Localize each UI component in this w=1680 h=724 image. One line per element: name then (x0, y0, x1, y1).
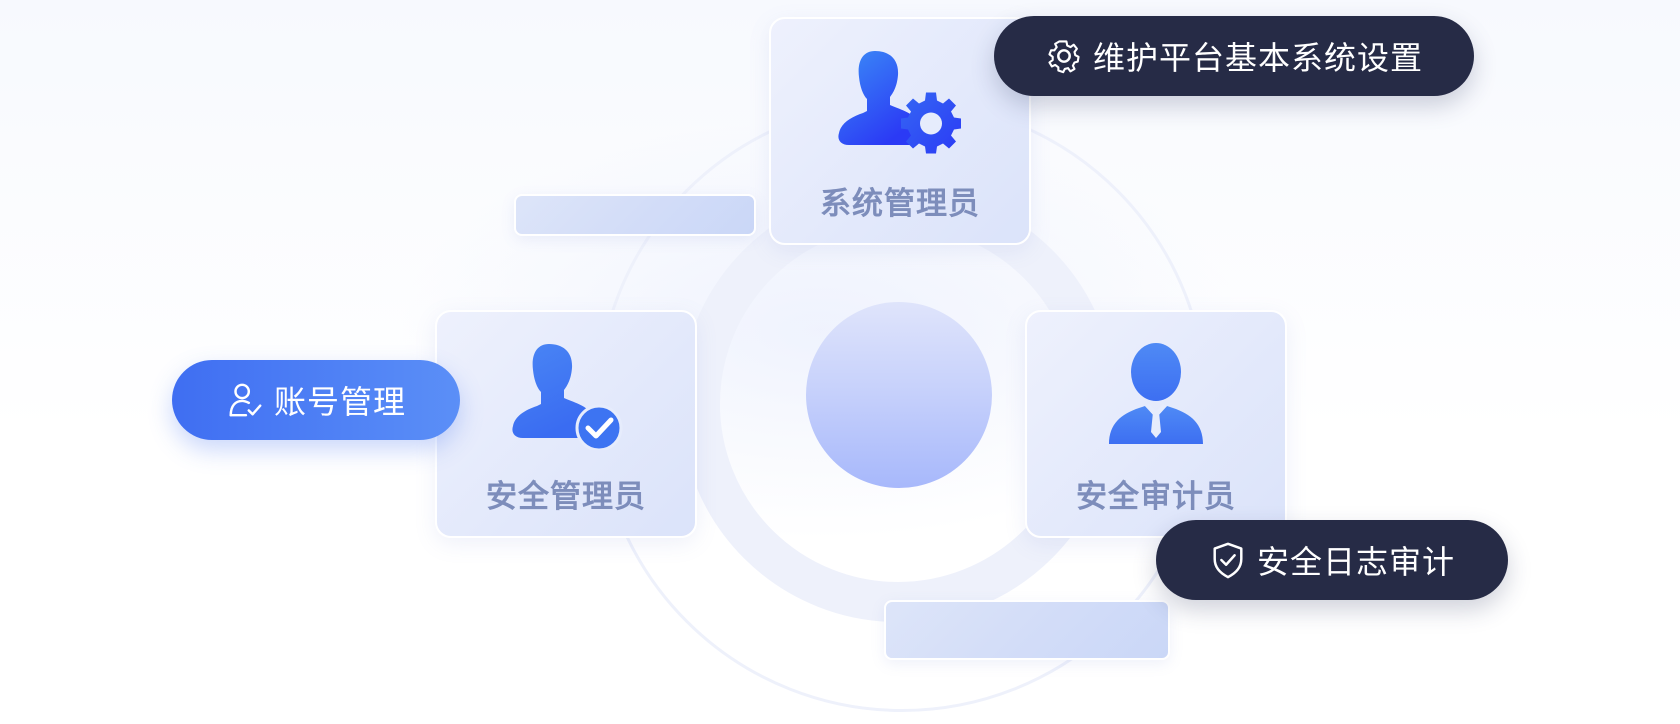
system-settings-text: 维护平台基本系统设置 (1092, 39, 1423, 77)
account-management-tag[interactable]: 账号管理 (172, 360, 460, 440)
user-gear-icon (838, 51, 961, 154)
decorative-bar-bottom (884, 600, 1170, 660)
user-check-outline-icon (229, 383, 262, 417)
gear-icon (1048, 40, 1080, 74)
security-log-audit-tag[interactable]: 安全日志审计 (1156, 520, 1508, 600)
center-hub (806, 302, 992, 488)
system-admin-card[interactable]: 系统管理员 (769, 17, 1031, 245)
user-check-icon (512, 344, 623, 450)
security-auditor-label: 安全审计员 (1076, 479, 1236, 515)
system-admin-label: 系统管理员 (820, 186, 980, 222)
security-admin-label: 安全管理员 (486, 479, 646, 515)
security-admin-card[interactable]: 安全管理员 (435, 310, 697, 538)
system-settings-tag[interactable]: 维护平台基本系统设置 (994, 16, 1474, 96)
user-tie-icon (1109, 343, 1203, 444)
account-management-text: 账号管理 (273, 383, 406, 421)
decorative-bar-top (514, 194, 756, 236)
security-log-audit-text: 安全日志审计 (1256, 543, 1455, 581)
shield-check-icon (1213, 542, 1243, 579)
security-auditor-card[interactable]: 安全审计员 (1025, 310, 1287, 538)
